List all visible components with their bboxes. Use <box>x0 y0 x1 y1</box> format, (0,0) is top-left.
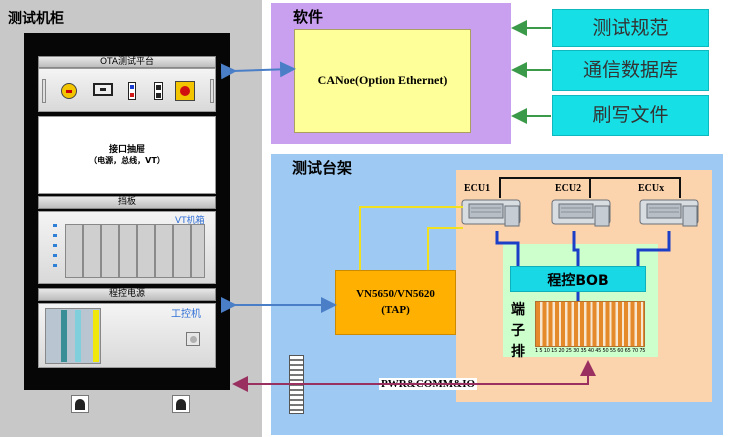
vt-led-column <box>53 224 57 274</box>
vt-chassis: VT机箱 <box>38 211 216 284</box>
baffle-label: 挡板 <box>117 197 136 207</box>
interface-drawer-subtitle: （电源，总线，VT） <box>89 156 165 165</box>
software-title: 软件 <box>293 8 324 26</box>
industrial-pc: 工控机 <box>38 303 216 368</box>
input-box-flash-file: 刷写文件 <box>552 95 709 136</box>
ecux-label: ECUx <box>638 183 665 194</box>
input-label-test-spec: 测试规范 <box>592 17 669 39</box>
display-window <box>93 83 113 96</box>
programmable-power-label: 程控电源 <box>108 289 145 299</box>
indicator-switch[interactable] <box>128 82 136 100</box>
rack-handle-right <box>210 79 214 103</box>
ota-platform-label: OTA测试平台 <box>99 57 155 67</box>
input-box-test-spec: 测试规范 <box>552 9 709 47</box>
input-box-comm-database: 通信数据库 <box>552 50 709 91</box>
input-label-flash-file: 刷写文件 <box>592 104 669 126</box>
vn-label-tap: (TAP) <box>381 304 410 316</box>
harness-connector <box>289 355 304 414</box>
vn-box: VN5650/VN5620 (TAP) <box>335 270 456 335</box>
ecu2-module <box>551 199 611 227</box>
vt-card-slots <box>65 224 205 278</box>
canoe-box: CANoe(Option Ethernet) <box>294 29 471 133</box>
bob-label: 程控BOB <box>547 273 609 289</box>
interface-drawer: 接口抽屉 （电源，总线，VT） <box>38 116 216 194</box>
ecu2-label: ECU2 <box>555 183 582 194</box>
input-label-comm-database: 通信数据库 <box>582 59 678 81</box>
terminal-label: 端子排 <box>511 302 525 360</box>
ipc-label: 工控机 <box>171 309 201 320</box>
ipc-stripe-yellow <box>93 310 99 362</box>
ipc-stripe-cyan <box>75 310 81 362</box>
ipc-stripe-teal <box>61 310 67 362</box>
wheel-right <box>172 395 190 413</box>
ecu1-label: ECU1 <box>464 183 491 194</box>
power-knob[interactable] <box>61 83 77 99</box>
toggle-switch[interactable] <box>154 82 163 100</box>
wheel-left <box>71 395 89 413</box>
cabinet-title: 测试机柜 <box>8 11 64 27</box>
terminal-numbers: 1 5 10 15 20 25 30 35 40 45 50 55 60 65 … <box>535 348 645 354</box>
vn-label-model: VN5650/VN5620 <box>356 288 435 300</box>
emergency-stop-button[interactable] <box>175 81 195 101</box>
ota-platform-panel <box>38 68 216 112</box>
testbench-title: 测试台架 <box>292 159 353 177</box>
bob-box: 程控BOB <box>510 266 646 292</box>
harness-label: PWR&COMM&IO <box>379 378 478 390</box>
ecux-module <box>639 199 699 227</box>
rack-handle-left <box>42 79 46 103</box>
ipc-power-button[interactable] <box>186 332 200 346</box>
ota-platform-strip: OTA测试平台 <box>38 56 216 68</box>
interface-drawer-title: 接口抽屉 <box>108 145 145 155</box>
terminal-block <box>535 301 645 347</box>
canoe-label: CANoe(Option Ethernet) <box>317 73 448 87</box>
baffle-strip: 挡板 <box>38 196 216 209</box>
ipc-drive-bay <box>45 308 101 364</box>
vt-chassis-label: VT机箱 <box>175 216 205 226</box>
ecu1-module <box>461 199 521 227</box>
programmable-power-strip: 程控电源 <box>38 288 216 301</box>
